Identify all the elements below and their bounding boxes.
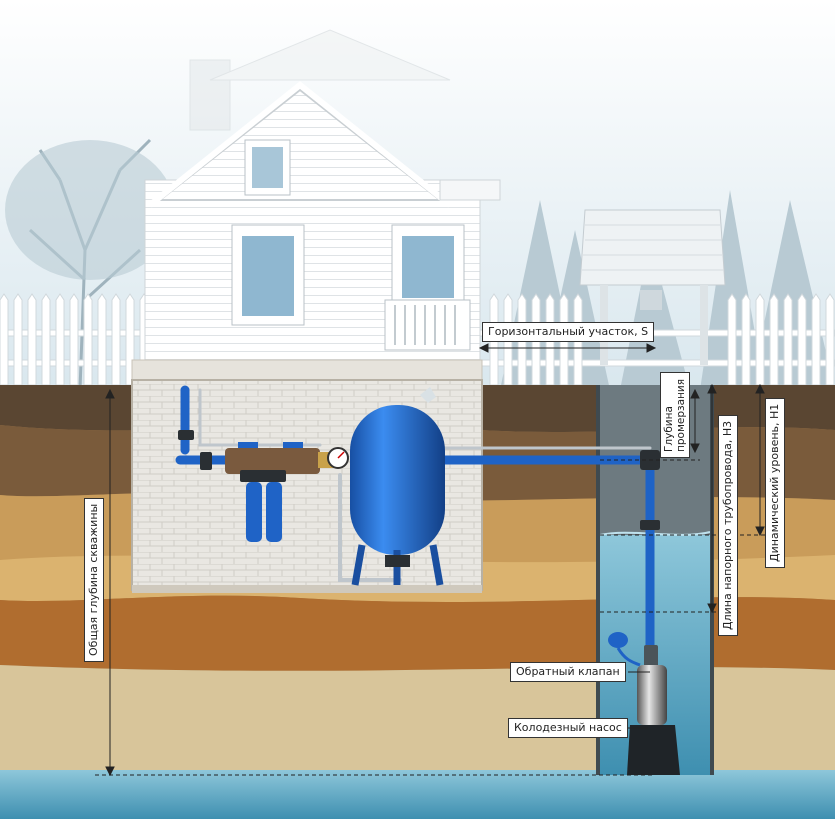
filter-housing-icon <box>240 470 286 542</box>
fence-picket <box>825 293 835 386</box>
freeze-depth-label: Глубина промерзания <box>660 372 690 458</box>
check-valve-label: Обратный клапан <box>510 662 626 682</box>
house <box>144 81 501 361</box>
fence-picket <box>741 293 751 386</box>
aquifer <box>0 770 835 819</box>
dynamic-level-label: Динамический уровень, H1 <box>765 397 785 568</box>
fence-picket <box>27 293 37 386</box>
fence-picket <box>783 293 793 386</box>
fence-picket <box>69 293 79 386</box>
fence-picket <box>41 293 51 386</box>
pipe-fittings <box>178 430 660 530</box>
submersible-pump-icon <box>627 665 680 775</box>
fence-picket <box>13 293 23 386</box>
tree-crown <box>5 140 175 280</box>
fence-picket <box>83 293 93 386</box>
total-depth-label: Общая глубина скважины <box>84 497 104 662</box>
fence-picket <box>755 293 765 386</box>
fence-picket <box>797 293 807 386</box>
house-upper <box>189 29 451 131</box>
pressure-gauge-icon <box>327 447 349 469</box>
fence-picket <box>769 293 779 386</box>
well-pump-label: Колодезный насос <box>508 718 628 738</box>
fence-picket <box>111 293 121 386</box>
expansion-tank-icon <box>350 387 445 586</box>
check-valve <box>644 645 658 667</box>
float-switch <box>608 632 641 667</box>
fence-picket <box>97 293 107 386</box>
fence-picket <box>727 293 737 386</box>
fence-picket <box>0 293 9 386</box>
horizontal-section-label: Горизонтальный участок, S <box>482 322 655 342</box>
fence-picket <box>55 293 65 386</box>
pressure-pipe-length-label: Длина напорного трубопровода, H3 <box>718 414 738 636</box>
dimension-lines <box>95 343 775 777</box>
fence-picket <box>811 293 821 386</box>
